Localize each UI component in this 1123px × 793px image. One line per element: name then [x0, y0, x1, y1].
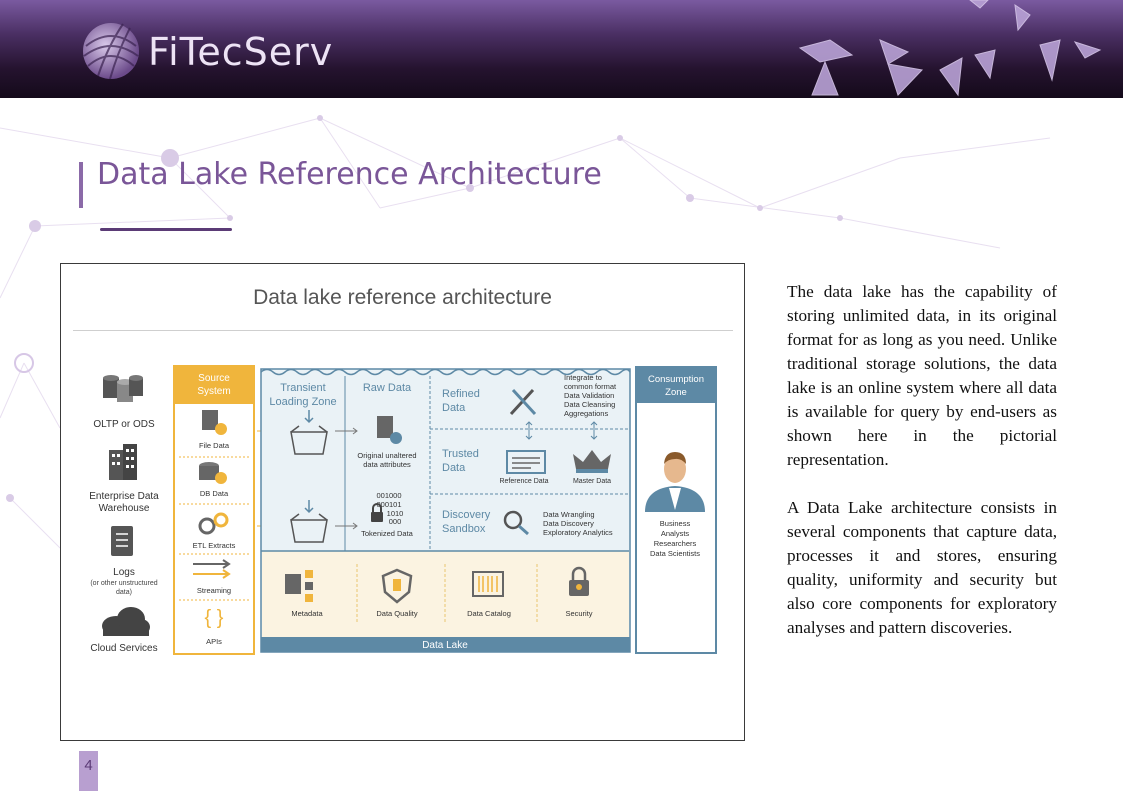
refined-title-2: Data	[442, 402, 466, 414]
business-user-icon	[645, 452, 705, 512]
polygon-decoration	[798, 0, 1102, 97]
consumption-title-1: Consumption	[648, 374, 704, 385]
consumer-business: Business	[660, 519, 691, 528]
bottom-data-catalog: Data Catalog	[467, 609, 511, 618]
trusted-title-2: Data	[442, 462, 466, 474]
source-cloud: Cloud Services	[90, 643, 157, 654]
source-logs-note-2: data)	[116, 589, 132, 596]
raw-binary-2: 000101	[376, 500, 401, 509]
globe-logo-icon	[83, 23, 139, 80]
raw-original-2: data attributes	[363, 460, 411, 469]
source-icons: OLTP or ODS Enterprise Data Warehouse Lo…	[89, 375, 159, 654]
raw-tokenized: Tokenized Data	[361, 529, 414, 538]
source-logs: Logs	[113, 567, 135, 578]
refined-note-5: Aggregations	[564, 409, 608, 418]
box-icon-bottom	[290, 500, 328, 543]
crown-icon	[573, 450, 611, 473]
consumer-data-scientists: Data Scientists	[650, 549, 700, 558]
discovery-title-2: Sandbox	[442, 523, 486, 535]
raw-original-1: Original unaltered	[357, 451, 416, 460]
consumption-title-2: Zone	[665, 387, 687, 398]
trusted-reference: Reference Data	[499, 478, 548, 485]
discovery-note-3: Exploratory Analytics	[543, 528, 613, 537]
network-background	[0, 115, 1051, 549]
consumer-researchers: Researchers	[654, 539, 697, 548]
refined-note-3: Data Validation	[564, 391, 614, 400]
architecture-figure: Data lake reference architecture OLTP or…	[60, 263, 745, 741]
streaming-arrows-icon	[193, 559, 231, 579]
building-icon	[109, 444, 137, 480]
source-system-header-2: System	[197, 386, 230, 397]
source-item-db: DB Data	[200, 489, 229, 498]
bottom-metadata: Metadata	[291, 609, 323, 618]
refined-note-2: common format	[564, 382, 617, 391]
consumer-analysts: Analysts	[661, 529, 690, 538]
refined-note-1: Integrate to	[564, 373, 602, 382]
title-underline	[100, 228, 232, 231]
data-lake-label: Data Lake	[422, 640, 468, 651]
figure-title: Data lake reference architecture	[253, 286, 552, 309]
trusted-title-1: Trusted	[442, 448, 479, 460]
figure-divider	[73, 330, 733, 331]
refined-note-4: Data Cleansing	[564, 400, 615, 409]
raw-binary-3: 1010	[387, 509, 404, 518]
file-data-icon	[202, 410, 227, 435]
source-item-apis: APIs	[206, 637, 222, 646]
logo-wordmark: FiTecServ	[148, 30, 334, 74]
bottom-security: Security	[565, 609, 592, 618]
header-bar: FiTecServ	[0, 0, 1123, 98]
tools-icon	[509, 388, 537, 416]
trusted-master: Master Data	[573, 478, 611, 485]
description-text: The data lake has the capability of stor…	[787, 280, 1057, 640]
bottom-data-quality: Data Quality	[376, 609, 418, 618]
source-logs-note-1: (or other unstructured	[90, 580, 157, 587]
page-title: Data Lake Reference Architecture	[97, 157, 602, 192]
description-paragraph-2: A Data Lake architecture consists in sev…	[787, 498, 1057, 637]
company-logo: FiTecServ	[78, 16, 378, 86]
source-item-file: File Data	[199, 441, 230, 450]
discovery-note-1: Data Wrangling	[543, 510, 595, 519]
source-system-header-1: Source	[198, 373, 230, 384]
description-paragraph-1: The data lake has the capability of stor…	[787, 282, 1057, 469]
transient-zone-title-2: Loading Zone	[269, 396, 336, 408]
data-catalog-barcode-icon	[472, 571, 504, 597]
cloud-icon	[102, 607, 150, 636]
discovery-title-1: Discovery	[442, 509, 491, 521]
logs-icon	[111, 526, 133, 556]
database-icon	[103, 375, 143, 402]
data-quality-shield-icon	[381, 568, 413, 604]
source-edw-2: Warehouse	[99, 503, 150, 514]
raw-document-icon	[377, 416, 402, 444]
reference-data-icon	[506, 450, 546, 474]
consumption-zone: Consumption Zone Business Analysts Resea…	[635, 366, 717, 654]
raw-binary-4: 000	[389, 517, 402, 526]
transient-zone-title-1: Transient	[280, 382, 325, 394]
security-lock-icon	[569, 566, 589, 596]
source-edw-1: Enterprise Data	[89, 491, 159, 502]
page-number: 4	[79, 751, 98, 791]
db-data-icon	[199, 462, 227, 484]
source-oltp: OLTP or ODS	[93, 419, 155, 430]
refined-title-1: Refined	[442, 388, 480, 400]
raw-binary-1: 001000	[376, 491, 401, 500]
source-item-etl: ETL Extracts	[193, 541, 236, 550]
discovery-note-2: Data Discovery	[543, 519, 594, 528]
etl-gears-icon	[198, 512, 229, 535]
source-item-streaming: Streaming	[197, 586, 231, 595]
api-braces-icon: { }	[205, 607, 224, 629]
magnifier-icon	[503, 510, 529, 536]
source-system-column: Source System File Data DB Data	[173, 365, 255, 655]
data-lake-box: Data Lake Transient Loading Zone	[260, 368, 631, 653]
metadata-icon	[285, 570, 313, 602]
title-accent-bar	[79, 162, 83, 208]
raw-data-title: Raw Data	[363, 382, 412, 394]
box-icon-top	[290, 410, 328, 455]
lock-icon	[371, 503, 383, 522]
architecture-diagram: OLTP or ODS Enterprise Data Warehouse Lo…	[89, 365, 717, 655]
